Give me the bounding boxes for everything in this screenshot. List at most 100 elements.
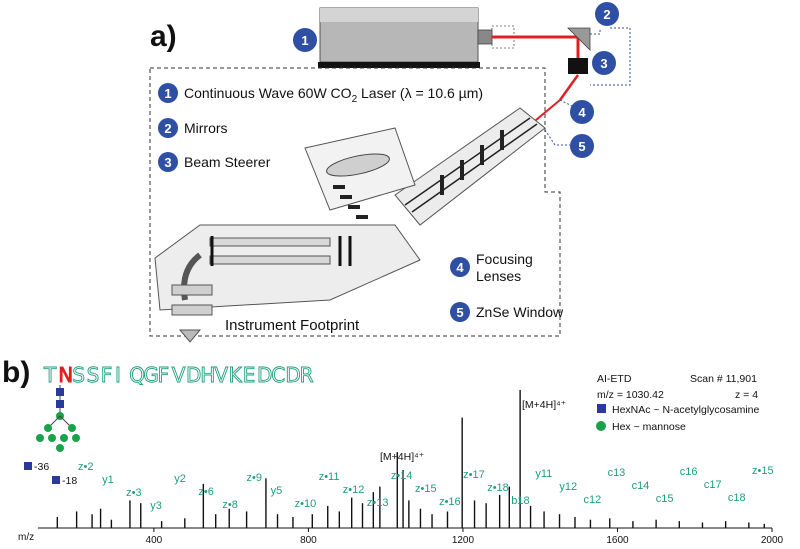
scan-label: Scan # 11,901: [690, 373, 757, 385]
svg-text:Beam Steerer: Beam Steerer: [184, 154, 271, 170]
fragment-label: z•13: [367, 497, 389, 509]
fragment-label: c13: [608, 467, 626, 479]
beam-steerer-block: [568, 58, 588, 74]
x-axis-tick-label: 1600: [606, 535, 629, 546]
glycan-structure-icon: [36, 385, 80, 452]
svg-text:Continuous Wave 60W CO2 Laser: Continuous Wave 60W CO2 Laser (λ = 10.6 …: [184, 85, 483, 105]
fragment-label: z•3: [126, 487, 141, 499]
svg-text:ZnSe Window: ZnSe Window: [476, 304, 564, 320]
svg-text:Focusing: Focusing: [476, 251, 533, 267]
sequence-residue: T: [43, 363, 57, 387]
sequence-residue: R: [300, 363, 314, 387]
sequence-residue: I: [115, 363, 121, 387]
fragment-label: z•16: [439, 496, 461, 508]
x-axis-tick-label: 1200: [452, 535, 475, 546]
x-axis-tick-label: 2000: [761, 535, 784, 546]
svg-text:2: 2: [164, 121, 171, 136]
sequence-residue: D: [285, 363, 300, 387]
fragment-label: z•12: [343, 484, 365, 496]
method-label: AI-ETD: [597, 373, 632, 385]
fragment-label: z•15: [752, 465, 774, 477]
svg-text:Lenses: Lenses: [476, 268, 521, 284]
co2-laser: [318, 7, 515, 68]
fragment-label: c16: [680, 466, 698, 478]
badge-5: 5: [570, 134, 594, 158]
fragment-label: z•10: [295, 498, 317, 510]
sequence-residue: F: [158, 363, 170, 387]
fragment-label: y12: [559, 481, 577, 493]
sequence-residue: N: [58, 363, 73, 387]
charge-label: z = 4: [735, 389, 758, 401]
svg-text:5: 5: [578, 139, 585, 154]
precursor-label-top: [M+4H]⁴⁺: [522, 399, 567, 411]
badge-4: 4: [570, 100, 594, 124]
fragment-label: c14: [632, 480, 650, 492]
svg-text:3: 3: [600, 56, 607, 71]
svg-text:4: 4: [456, 260, 464, 275]
fragment-label: y5: [271, 485, 283, 497]
neutral-loss-36: -36: [24, 461, 49, 473]
fragment-label: z•8: [222, 499, 237, 511]
panel-b-label: b): [2, 356, 30, 389]
fragment-label: c15: [656, 493, 674, 505]
svg-text:Hex ~ mannose: Hex ~ mannose: [612, 421, 686, 433]
fragment-label: y3: [150, 500, 162, 512]
mz-label: m/z = 1030.42: [597, 389, 664, 401]
sequence-residue: F: [101, 363, 113, 387]
svg-text:-18: -18: [62, 475, 77, 487]
leader-lines: [544, 27, 631, 146]
legend-item-4: 4 Focusing Lenses: [450, 251, 533, 284]
fragment-label: c17: [704, 479, 722, 491]
mirror-icon: [567, 27, 591, 51]
fragment-label: z•11: [319, 471, 340, 483]
legend-item-2: 2 Mirrors: [158, 118, 228, 138]
legend-item-5: 5 ZnSe Window: [450, 302, 564, 322]
x-axis-tick-label: 400: [146, 535, 163, 546]
sequence-residue: Q: [129, 363, 145, 387]
fragment-label: z•17: [463, 469, 485, 481]
fragment-label: z•2: [78, 461, 93, 473]
fragment-label: y11: [535, 468, 552, 480]
sequence-residue: V: [172, 363, 186, 387]
svg-text:-36: -36: [34, 461, 49, 473]
sequence-residue: S: [87, 363, 100, 387]
neutral-loss-18: -18: [52, 475, 77, 487]
svg-text:5: 5: [456, 305, 463, 320]
sequence-residue: K: [229, 363, 243, 387]
x-axis-title: m/z: [18, 532, 34, 543]
legend-item-1: 1 Continuous Wave 60W CO2 Laser (λ = 10.…: [158, 83, 483, 105]
fragment-label: c12: [584, 494, 602, 506]
x-axis-tick-label: 800: [300, 535, 317, 546]
svg-text:4: 4: [578, 105, 586, 120]
svg-text:1: 1: [301, 33, 308, 48]
fragment-label: z•15: [415, 483, 437, 495]
footprint-label: Instrument Footprint: [225, 317, 360, 334]
mass-spectrum-chart: 400 800 1200 1600 2000 z•2 y1 z•3 y3 y2 z•6 z•8 z•9 y…: [38, 390, 784, 546]
sequence-residue: D: [257, 363, 272, 387]
svg-text:2: 2: [603, 7, 610, 22]
instrument-schematic: [154, 107, 546, 343]
sequence-residue: E: [243, 363, 256, 387]
legend-hex: Hex ~ mannose: [596, 421, 686, 433]
legend-hexnac: HexNAc ~ N-acetylglycosamine: [597, 404, 760, 416]
sequence-residue: D: [186, 363, 201, 387]
fragment-label: z•18: [487, 482, 509, 494]
fragment-label: z•9: [247, 472, 262, 484]
legend-item-3: 3 Beam Steerer: [158, 152, 271, 172]
svg-text:3: 3: [164, 155, 171, 170]
fragment-label: z•14: [391, 470, 413, 482]
sequence-residue: H: [200, 363, 215, 387]
badge-3: 3: [592, 51, 616, 75]
fragment-label: z•6: [198, 486, 213, 498]
panel-a-label: a): [150, 20, 177, 53]
instrument-footprint-frame: [149, 67, 561, 337]
sequence-residue: G: [143, 363, 159, 387]
fragment-label: y2: [174, 473, 186, 485]
fragment-label: b18: [511, 495, 529, 507]
badge-1: 1: [293, 28, 317, 52]
svg-text:HexNAc ~ N-acetylglycosamine: HexNAc ~ N-acetylglycosamine: [612, 404, 760, 416]
precursor-label-mid: [M+4H]⁴⁺: [380, 451, 425, 463]
fragment-label: y1: [102, 474, 114, 486]
